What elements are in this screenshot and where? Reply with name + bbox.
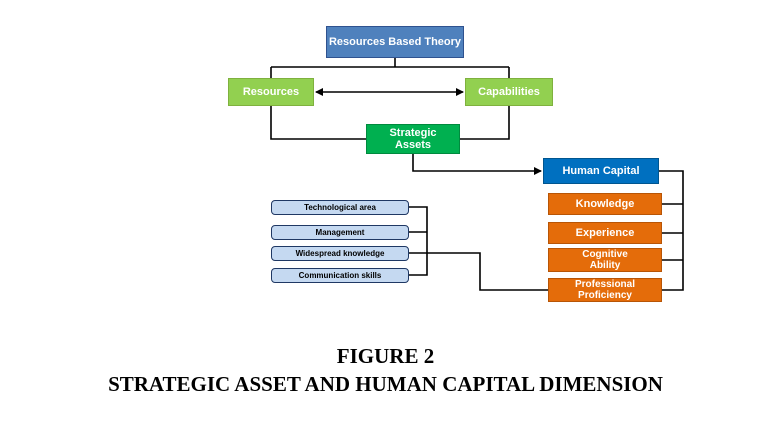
professional-proficiency-label: Professional Proficiency — [574, 279, 636, 301]
strategic-to-human-capital-arrow — [412, 154, 542, 175]
resources-to-strategic-line — [270, 106, 366, 140]
cognitive-ability-box: Cognitive Ability — [548, 248, 662, 272]
technological-area-label: Technological area — [304, 203, 376, 212]
management-item: Management — [271, 225, 409, 240]
professional-proficiency-box: Professional Proficiency — [548, 278, 662, 302]
capabilities-label: Capabilities — [478, 85, 540, 98]
communication-skills-label: Communication skills — [298, 271, 382, 280]
strategic-assets-box: Strategic Assets — [366, 124, 460, 154]
experience-label: Experience — [575, 226, 635, 239]
figure-title: STRATEGIC ASSET AND HUMAN CAPITAL DIMENS… — [108, 372, 663, 396]
knowledge-box: Knowledge — [548, 193, 662, 215]
subitems-bracket-line — [409, 206, 428, 276]
widespread-to-professional-line — [409, 252, 548, 291]
human-capital-label: Human Capital — [562, 164, 640, 177]
capabilities-box: Capabilities — [465, 78, 553, 106]
knowledge-label: Knowledge — [575, 197, 635, 210]
capabilities-to-strategic-line — [460, 106, 510, 140]
resources-based-theory-label: Resources Based Theory — [328, 35, 462, 48]
strategic-assets-label: Strategic Assets — [389, 126, 437, 151]
technological-area-item: Technological area — [271, 200, 409, 215]
experience-box: Experience — [548, 222, 662, 244]
resources-box: Resources — [228, 78, 314, 106]
resources-label: Resources — [242, 85, 300, 98]
human-capital-box: Human Capital — [543, 158, 659, 184]
resources-based-theory-box: Resources Based Theory — [326, 26, 464, 58]
widespread-knowledge-item: Widespread knowledge — [271, 246, 409, 261]
widespread-knowledge-label: Widespread knowledge — [295, 249, 385, 258]
human-capital-bracket-line — [659, 170, 684, 291]
communication-skills-item: Communication skills — [271, 268, 409, 283]
figure-number: FIGURE 2 — [336, 344, 435, 368]
management-label: Management — [315, 228, 365, 237]
cognitive-ability-label: Cognitive Ability — [582, 249, 628, 271]
